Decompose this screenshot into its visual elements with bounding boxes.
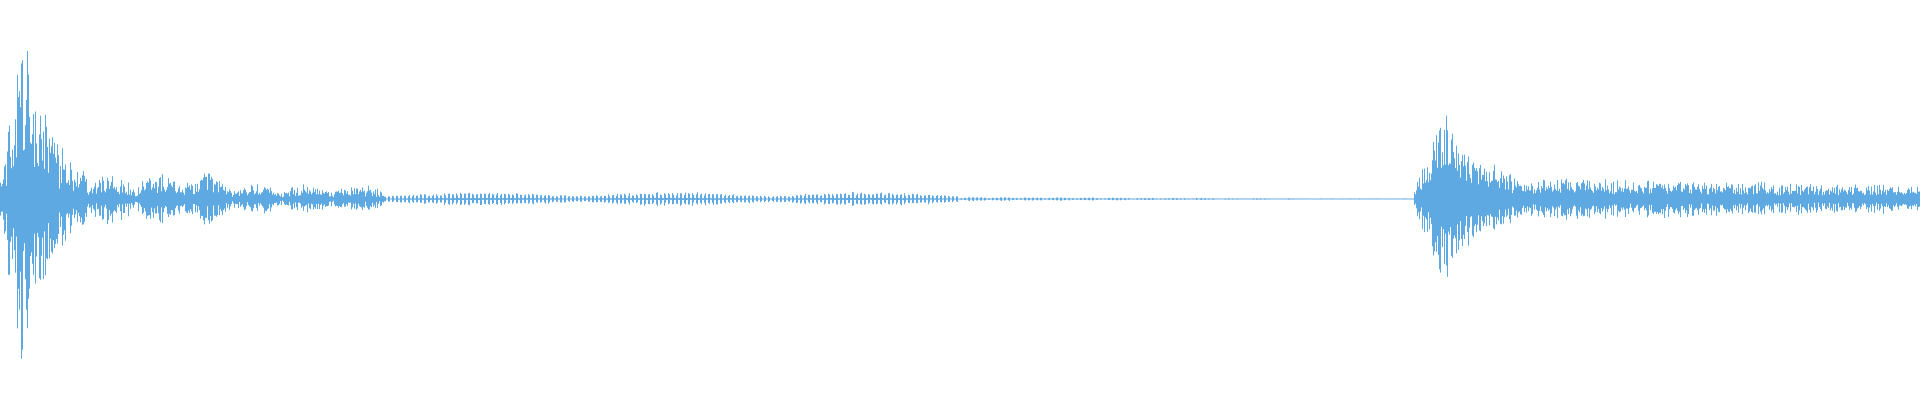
- waveform-amplitude-bars: [0, 51, 1920, 359]
